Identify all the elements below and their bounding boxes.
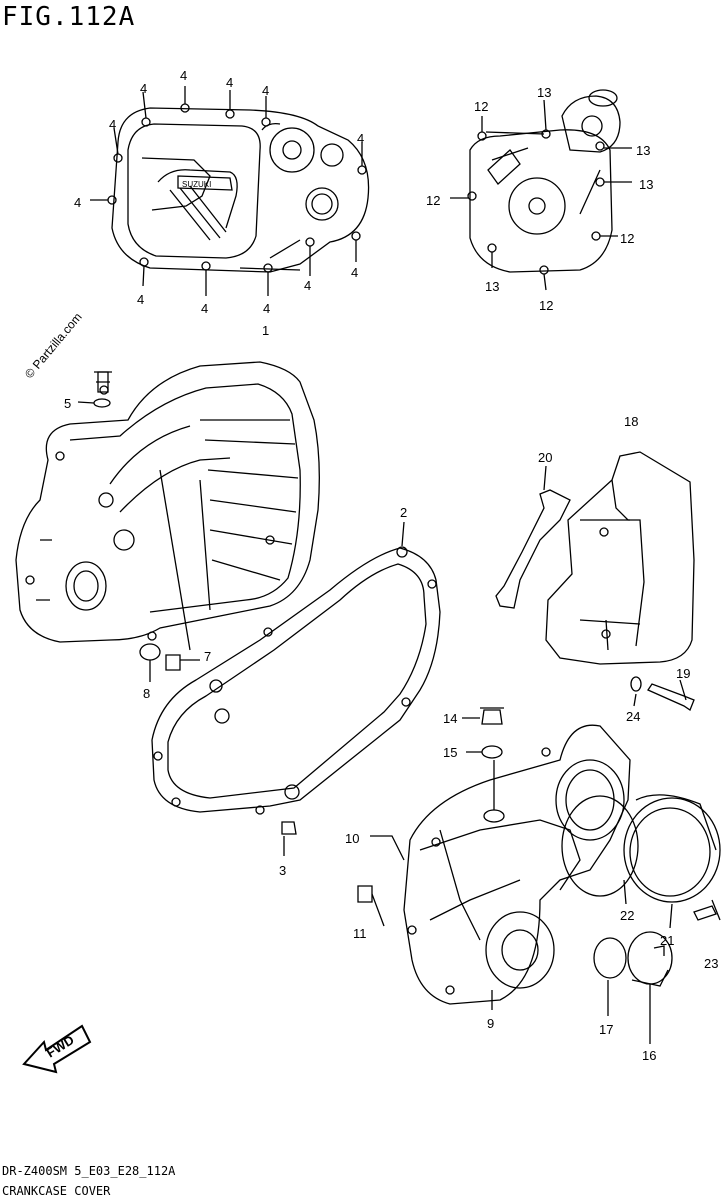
callout-13: 13 xyxy=(636,143,651,158)
callout-9: 9 xyxy=(487,1016,495,1031)
callout-24: 24 xyxy=(626,709,641,724)
figure-title: FIG.112A xyxy=(2,2,136,32)
callout-4: 4 xyxy=(304,278,312,293)
callout-13: 13 xyxy=(639,177,654,192)
callout-12: 12 xyxy=(620,231,635,246)
callout-4: 4 xyxy=(109,117,117,132)
callout-14: 14 xyxy=(443,711,458,726)
callout-4: 4 xyxy=(137,292,145,307)
callout-4: 4 xyxy=(140,81,148,96)
callout-22: 22 xyxy=(620,908,635,923)
callout-19: 19 xyxy=(676,666,691,681)
callout-12: 12 xyxy=(474,99,489,114)
fwd-arrow-label: FWD xyxy=(44,1032,77,1060)
callout-4: 4 xyxy=(180,68,188,83)
callout-8: 8 xyxy=(143,686,151,701)
callout-15: 15 xyxy=(443,745,458,760)
left-crankcase-cover xyxy=(16,362,319,682)
brand-logo-text: SUZUKI xyxy=(182,180,211,189)
callout-7: 7 xyxy=(204,649,212,664)
callout-17: 17 xyxy=(599,1022,614,1037)
callout-13: 13 xyxy=(485,279,500,294)
callout-2: 2 xyxy=(400,505,408,520)
callout-5: 5 xyxy=(64,396,72,411)
crankcase-gasket xyxy=(152,522,440,856)
callout-4: 4 xyxy=(357,131,365,146)
generator-cover-assembly xyxy=(450,90,632,290)
callout-4: 4 xyxy=(74,195,82,210)
callout-10: 10 xyxy=(345,831,360,846)
callout-11: 11 xyxy=(353,926,367,941)
callout-4: 4 xyxy=(201,301,209,316)
callout-4: 4 xyxy=(351,265,359,280)
model-code: DR-Z400SM 5_E03_E28_112A xyxy=(2,1164,176,1178)
callout-3: 3 xyxy=(279,863,287,878)
callout-4: 4 xyxy=(263,301,271,316)
callout-4: 4 xyxy=(226,75,234,90)
callout-20: 20 xyxy=(538,450,553,465)
callout-4: 4 xyxy=(262,83,270,98)
callout-23: 23 xyxy=(704,956,719,971)
callout-18: 18 xyxy=(624,414,639,429)
callout-1: 1 xyxy=(262,323,270,338)
engine-guard xyxy=(496,452,694,710)
callout-12: 12 xyxy=(426,193,441,208)
fwd-arrow: FWD xyxy=(24,1026,90,1072)
callout-13: 13 xyxy=(537,85,552,100)
callout-21: 21 xyxy=(660,933,675,948)
right-crankcase-cover xyxy=(358,708,720,1044)
callout-16: 16 xyxy=(642,1048,657,1063)
clutch-cover-assembly: SUZUKI xyxy=(90,86,369,296)
callout-12: 12 xyxy=(539,298,554,313)
section-title: CRANKCASE COVER xyxy=(2,1184,111,1198)
